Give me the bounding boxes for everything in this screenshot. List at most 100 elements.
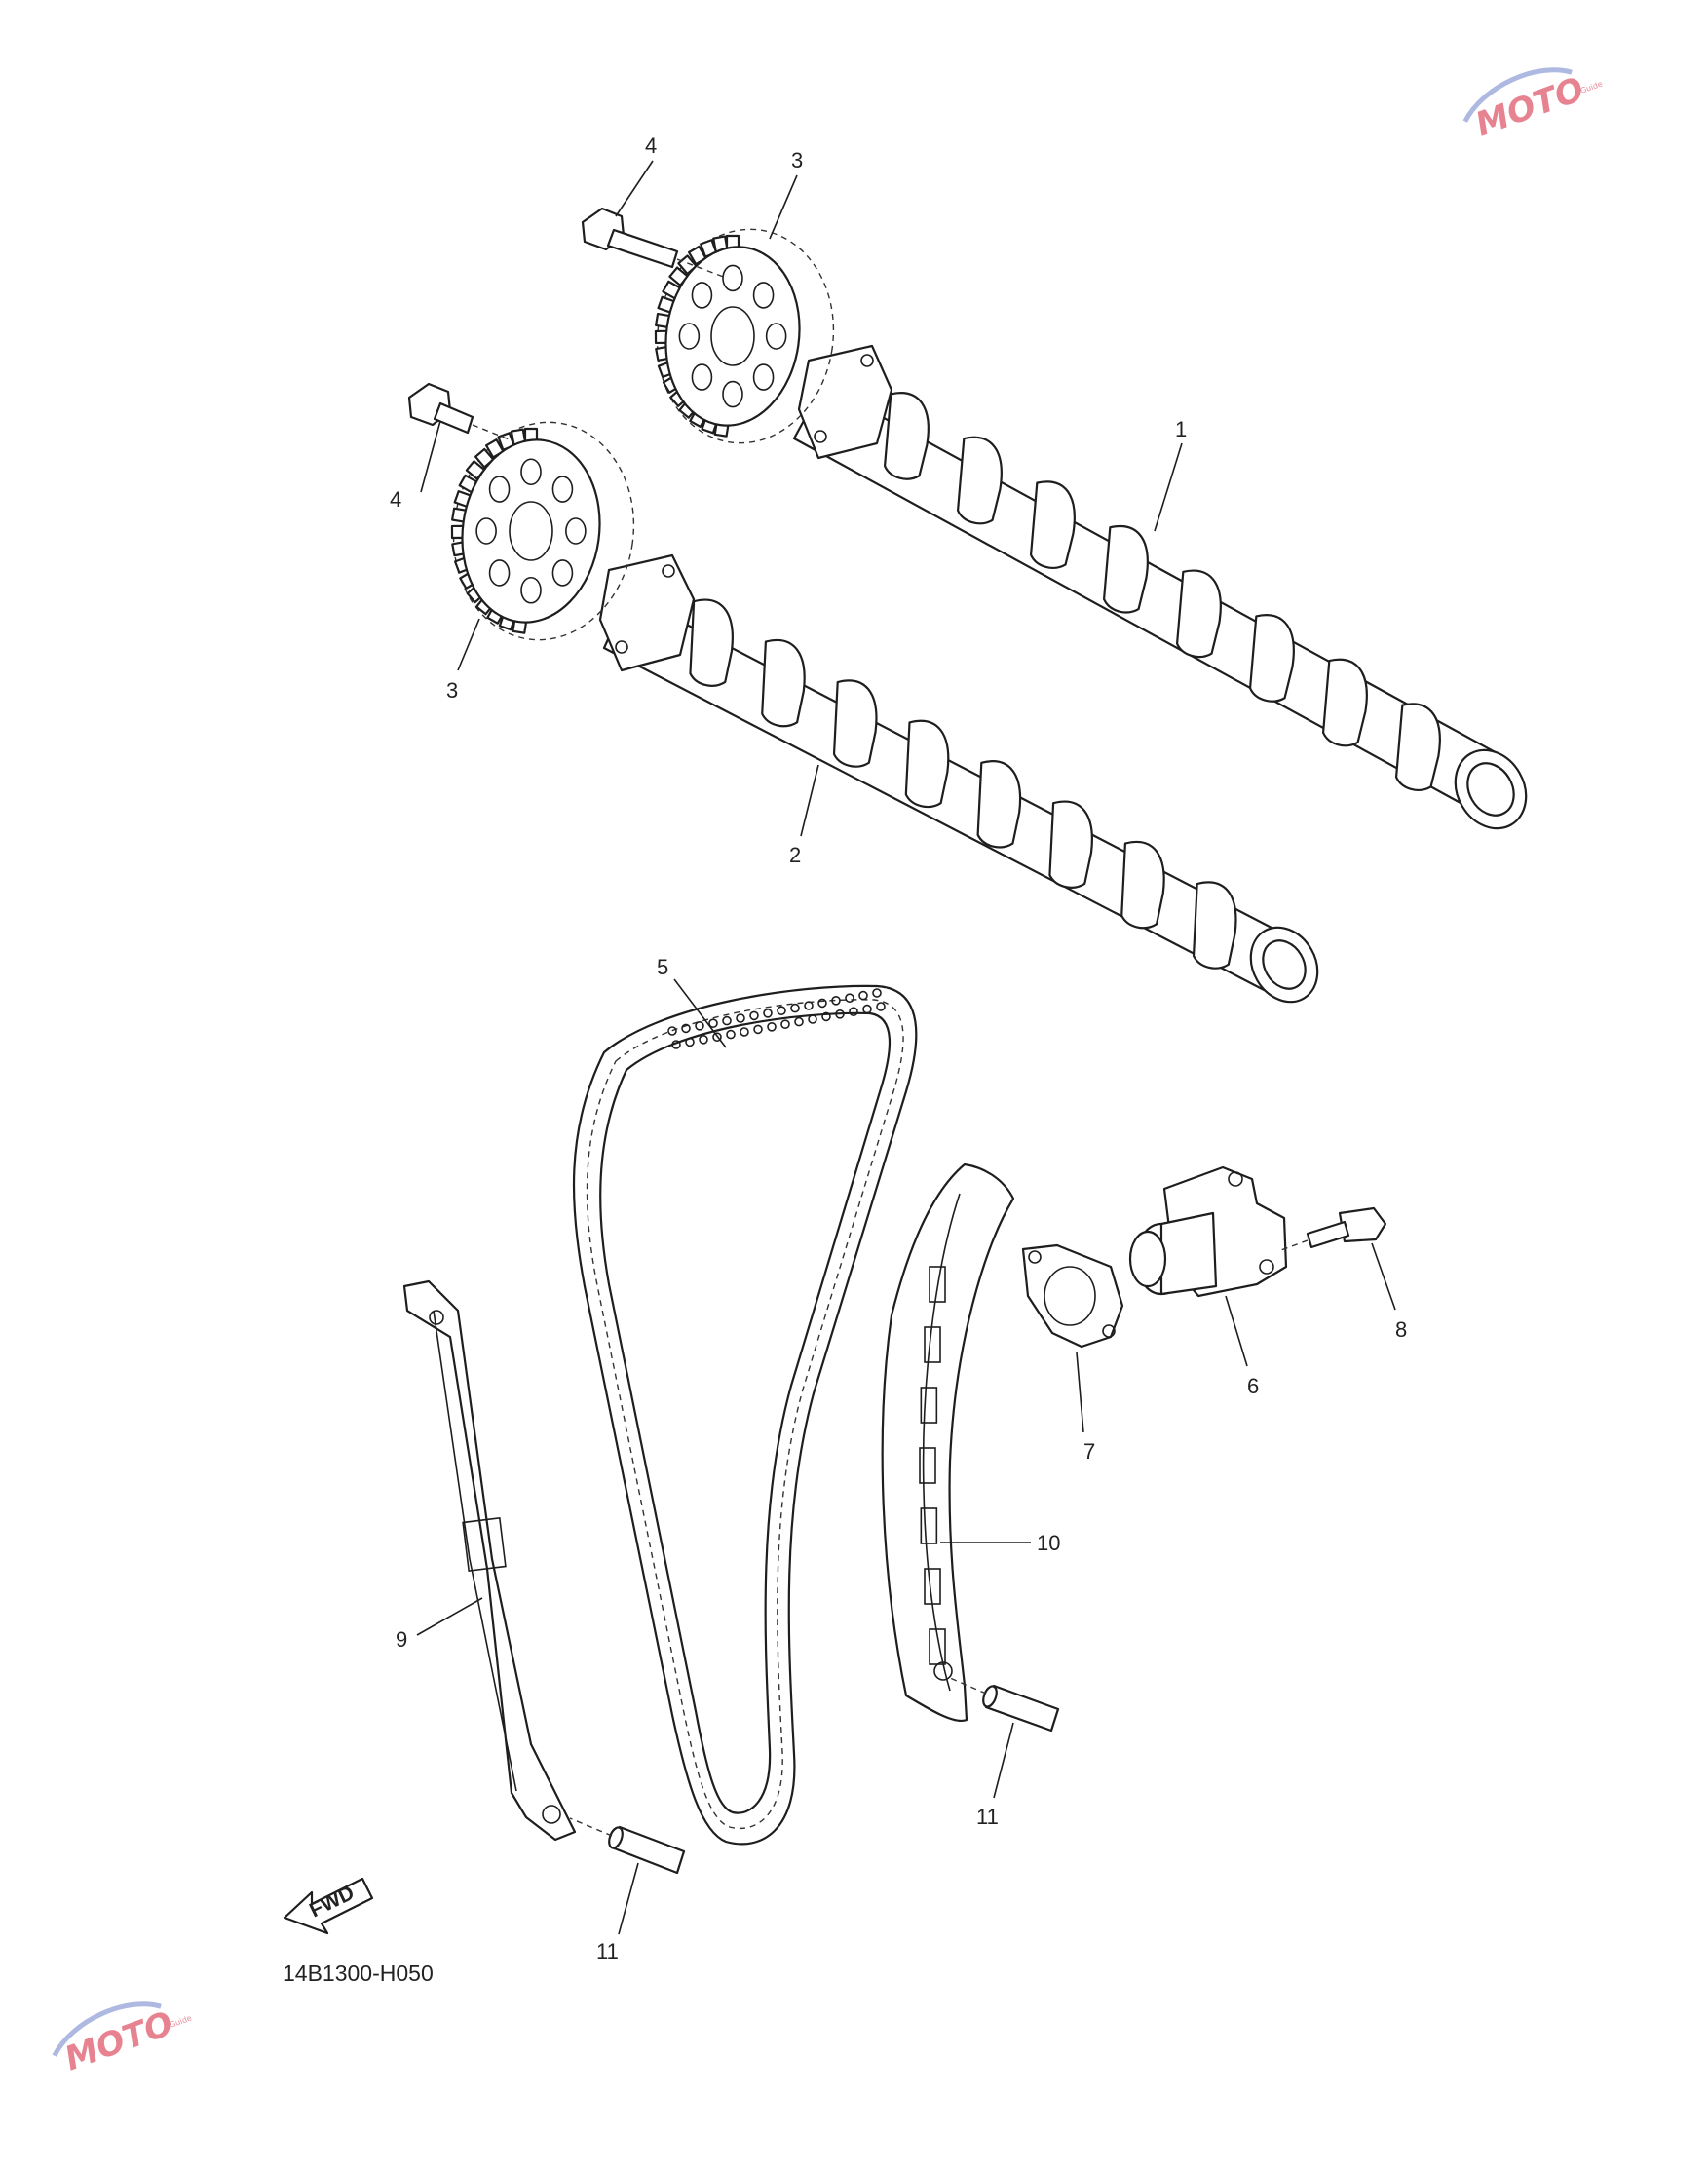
chain-link — [736, 1013, 745, 1023]
chain-link — [845, 993, 854, 1003]
sprocket-hole — [765, 323, 787, 350]
cam-lobe — [1120, 841, 1165, 930]
chain-link — [722, 1015, 732, 1026]
callout-3-upper: 3 — [791, 148, 803, 172]
chain-link — [777, 1006, 786, 1015]
watermark-bottom-left: MOTO Guide — [52, 2001, 193, 2079]
cam-sprocket-upper — [654, 228, 835, 444]
camshaft-1 — [792, 344, 1528, 830]
chain-guide-10 — [881, 1162, 1015, 1723]
callout-11-lower: 11 — [596, 1939, 619, 1963]
chain-link — [831, 996, 841, 1006]
callout-7: 7 — [1083, 1439, 1095, 1464]
chain-link — [708, 1018, 718, 1028]
sprocket-hole — [691, 363, 713, 391]
callouts: 1 2 3 3 4 4 5 6 7 8 9 10 11 11 — [390, 133, 1407, 1963]
callout-5: 5 — [657, 955, 668, 979]
cam-lobe — [832, 679, 878, 768]
sprocket-hole — [691, 282, 713, 309]
chain-link — [849, 1007, 858, 1016]
sprocket-hole — [551, 559, 574, 587]
cam-lobe — [956, 436, 1003, 525]
chain-link — [767, 1022, 777, 1032]
sprocket-hole — [488, 559, 511, 587]
chain-link — [681, 1023, 691, 1034]
sprocket-hole — [520, 458, 542, 486]
callout-9: 9 — [396, 1627, 407, 1652]
chain-link — [726, 1029, 736, 1040]
chain-link — [763, 1009, 773, 1018]
chain-link — [790, 1003, 800, 1013]
chain-link — [862, 1004, 872, 1014]
sprocket-hole — [752, 363, 775, 391]
cam-lobe — [761, 639, 806, 728]
chain-link — [804, 1001, 814, 1010]
chain-link — [712, 1032, 722, 1042]
sprocket-hole — [551, 476, 574, 503]
chain-link — [667, 1026, 677, 1036]
cam-lobe — [1102, 524, 1149, 614]
tensioner-gasket — [1021, 1243, 1124, 1349]
callout-8: 8 — [1395, 1317, 1407, 1342]
sprocket-hole — [722, 264, 743, 292]
fwd-arrow-icon: FWD — [283, 1877, 374, 1935]
cam-lobe — [904, 719, 950, 809]
guide-pin-lower — [569, 1817, 686, 1875]
guide-slot — [920, 1507, 938, 1544]
watermark-top-right: MOTO Guide — [1462, 67, 1604, 144]
callout-4-upper: 4 — [645, 133, 657, 158]
chain-link — [753, 1024, 763, 1035]
cam-lobe — [1248, 614, 1295, 703]
sprocket-bolt-upper — [581, 207, 727, 279]
guide-pin-upper — [949, 1677, 1060, 1733]
sprocket-hole — [520, 576, 542, 604]
sprocket-bolt-lower — [407, 382, 512, 441]
callout-6: 6 — [1247, 1374, 1259, 1398]
chain-link — [695, 1021, 704, 1031]
leader-lines — [416, 160, 1396, 1935]
sprocket-hole — [722, 380, 743, 408]
chain-link — [699, 1035, 708, 1045]
callout-1: 1 — [1175, 417, 1187, 441]
callout-10: 10 — [1037, 1531, 1060, 1555]
guide-slot — [920, 1387, 938, 1424]
chain-link — [872, 988, 882, 998]
chain-link — [817, 998, 827, 1009]
chain-link — [740, 1027, 749, 1037]
watermark-sub: Guide — [169, 2013, 193, 2030]
callout-3-lower: 3 — [446, 678, 458, 703]
chain-link — [821, 1011, 831, 1022]
tensioner-bolt — [1277, 1206, 1387, 1252]
cam-lobe — [1394, 703, 1441, 791]
cam-lobe — [976, 760, 1022, 849]
callout-2: 2 — [789, 843, 801, 867]
sprocket-hole — [678, 323, 701, 350]
watermark-sub: Guide — [1579, 79, 1604, 95]
chain-link — [835, 1009, 845, 1019]
chain-link — [749, 1010, 759, 1021]
cam-lobe — [883, 392, 930, 480]
guide-slot — [919, 1447, 936, 1484]
cam-lobe — [689, 598, 734, 687]
sprocket-hole — [752, 282, 775, 309]
sprocket-hole — [565, 517, 587, 545]
guide-slot — [929, 1266, 946, 1303]
callout-4-lower: 4 — [390, 487, 401, 512]
watermark-brand: MOTO — [59, 2004, 178, 2079]
cam-lobe — [1048, 800, 1093, 889]
chain-link — [858, 990, 868, 1001]
cam-lobe — [1321, 658, 1368, 747]
chain-link — [808, 1014, 817, 1024]
chain-link — [780, 1019, 790, 1029]
camshaft-2 — [598, 553, 1319, 1004]
sprocket-hole — [475, 517, 497, 545]
chain-link — [794, 1016, 804, 1027]
cam-lobe — [1029, 480, 1076, 569]
chain-guide-9 — [402, 1279, 577, 1842]
chain-link — [685, 1037, 695, 1047]
chain-link — [671, 1040, 681, 1049]
diagram-code: 14B1300-H050 — [283, 1961, 434, 1986]
cam-chain — [572, 984, 918, 1846]
